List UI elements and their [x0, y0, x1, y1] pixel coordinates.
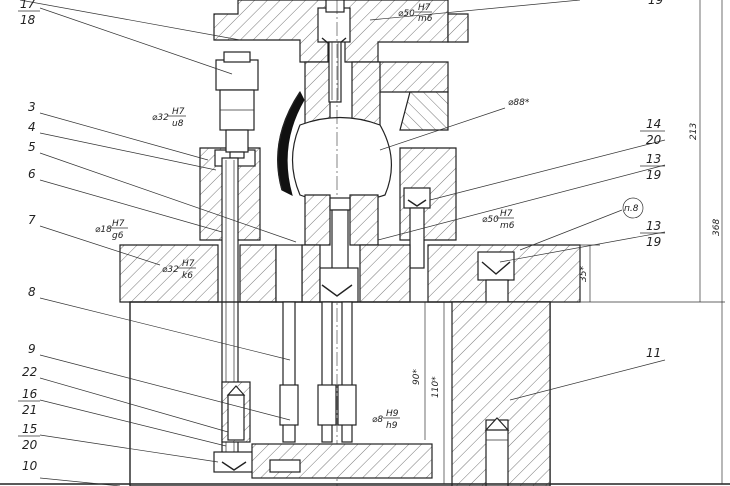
fit-top-den: m6	[418, 14, 433, 24]
fit-32k-dia: ⌀32	[162, 265, 179, 275]
dim-35: 35*	[579, 266, 589, 282]
note-circle-text: п.8	[624, 204, 639, 214]
label-14: 14	[646, 117, 661, 131]
note-circle	[622, 197, 644, 219]
leader-lines	[19, 0, 666, 486]
label-4: 4	[28, 120, 36, 134]
label-17: 17	[20, 0, 36, 11]
label-19-top: 19	[648, 0, 663, 7]
label-20-right: 20	[646, 133, 662, 147]
fit-top-dia: ⌀50	[398, 9, 415, 19]
label-20-left: 20	[22, 438, 38, 452]
fit-18-dia: ⌀18	[95, 225, 112, 235]
fit-50b-dia: ⌀50	[482, 215, 499, 225]
label-9: 9	[28, 342, 36, 356]
dim-213: 213	[689, 123, 699, 140]
ejector-pins	[279, 301, 357, 443]
fit-8-den: h9	[386, 421, 398, 431]
fit-18-den: g6	[112, 231, 124, 241]
label-22: 22	[22, 365, 37, 379]
fit-18-num: H7	[112, 219, 125, 229]
upper-screw	[317, 0, 351, 103]
label-8: 8	[28, 285, 36, 299]
label-13-a: 13	[646, 152, 661, 166]
lower-frame	[129, 301, 551, 486]
label-6: 6	[28, 167, 36, 181]
label-3: 3	[28, 100, 36, 114]
fit-50b-num: H7	[500, 209, 513, 219]
label-11: 11	[646, 346, 661, 360]
label-16: 16	[22, 387, 38, 401]
fitting-part-17	[215, 51, 259, 159]
label-10: 10	[22, 459, 38, 473]
fit-32k-num: H7	[182, 259, 195, 269]
fit-32-den: u8	[172, 119, 184, 129]
label-18: 18	[20, 13, 36, 27]
fit-50b-den: m6	[500, 221, 515, 231]
label-15: 15	[22, 422, 37, 436]
label-19-a: 19	[646, 168, 661, 182]
label-13-b: 13	[646, 219, 661, 233]
lower-left-stop	[213, 381, 255, 473]
forming-tool	[277, 91, 393, 204]
dimension-lines	[424, 0, 725, 484]
ejector-plate	[251, 443, 433, 479]
fit-8-num: H9	[386, 409, 399, 419]
label-21: 21	[22, 403, 37, 417]
fit-32-dia: ⌀32	[152, 113, 169, 123]
fit-top-num: H7	[418, 3, 431, 13]
fit-32k-den: k6	[182, 271, 193, 281]
label-19-b: 19	[646, 235, 661, 249]
label-7: 7	[28, 213, 36, 227]
fit-88: ⌀88*	[508, 98, 530, 108]
dim-90: 90*	[412, 369, 422, 385]
fit-32-num: H7	[172, 107, 185, 117]
upper-punch-holder	[213, 0, 469, 131]
dim-368: 368	[712, 219, 722, 236]
label-5: 5	[28, 140, 36, 154]
dim-110: 110*	[431, 376, 441, 398]
fit-8-dia: ⌀8	[372, 415, 383, 425]
screw-part-14	[403, 187, 431, 269]
